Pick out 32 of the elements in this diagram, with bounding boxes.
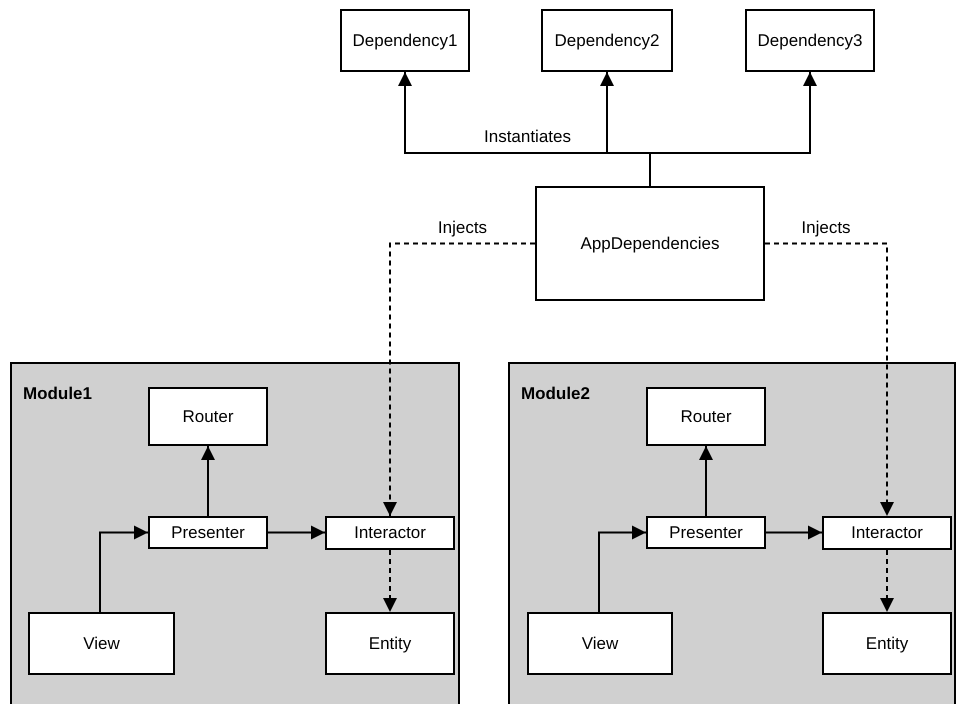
component-box: Interactor xyxy=(325,516,455,550)
module-heading: Module1 xyxy=(23,384,92,404)
module-panel xyxy=(10,362,460,704)
component-box: Dependency2 xyxy=(541,9,673,72)
component-box: Entity xyxy=(325,612,455,675)
component-box: View xyxy=(527,612,673,675)
component-box: View xyxy=(28,612,175,675)
component-box: Dependency3 xyxy=(745,9,875,72)
arrow xyxy=(99,526,148,612)
module-panel xyxy=(508,362,956,704)
module-heading: Module2 xyxy=(521,384,590,404)
component-box: Interactor xyxy=(822,516,952,550)
component-box: Presenter xyxy=(148,516,268,549)
arrow xyxy=(766,526,822,540)
arrow xyxy=(383,242,535,516)
edge-label: Instantiates xyxy=(484,127,571,147)
component-box: Dependency1 xyxy=(340,9,470,72)
arrow xyxy=(880,550,894,612)
component-box: Router xyxy=(646,387,766,446)
edge-label: Injects xyxy=(801,218,851,238)
arrow xyxy=(268,526,325,540)
component-box: AppDependencies xyxy=(535,186,765,301)
arrow xyxy=(201,446,215,516)
arrow xyxy=(699,446,713,516)
component-box: Presenter xyxy=(646,516,766,549)
arrow xyxy=(598,526,646,612)
arrow xyxy=(649,72,817,186)
arrow xyxy=(383,550,397,612)
component-box: Entity xyxy=(822,612,952,675)
arrow xyxy=(765,242,894,516)
edge-label: Injects xyxy=(438,218,488,238)
component-box: Router xyxy=(148,387,268,446)
